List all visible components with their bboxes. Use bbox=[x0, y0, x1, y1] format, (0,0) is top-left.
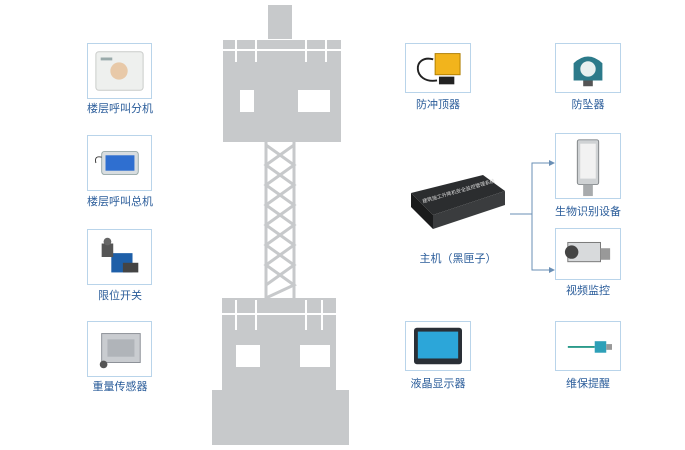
anti-fall-card bbox=[555, 43, 621, 93]
weight-sensor-label: 重量传感器 bbox=[92, 380, 148, 393]
floor-call-sub-label: 楼层呼叫分机 bbox=[87, 102, 153, 115]
limit-switch-label: 限位开关 bbox=[98, 289, 142, 302]
anti-top-card bbox=[405, 43, 471, 93]
anti-top-label: 防冲顶器 bbox=[416, 98, 460, 111]
lcd-card bbox=[405, 321, 471, 371]
floor-call-main-label: 楼层呼叫总机 bbox=[87, 195, 153, 208]
main-unit-label: 主机（黑匣子） bbox=[419, 252, 497, 265]
maintenance-label: 维保提醒 bbox=[566, 377, 610, 390]
floor-call-sub-card bbox=[87, 43, 152, 99]
limit-switch-card bbox=[87, 229, 152, 285]
floor-call-main-card bbox=[87, 135, 152, 191]
lcd-label: 液晶显示器 bbox=[410, 377, 466, 390]
video-card bbox=[555, 228, 621, 280]
weight-sensor-card bbox=[87, 321, 152, 377]
biometric-label: 生物识别设备 bbox=[555, 205, 621, 218]
maintenance-card bbox=[555, 321, 621, 371]
anti-fall-label: 防坠器 bbox=[571, 98, 605, 111]
video-label: 视频监控 bbox=[566, 284, 610, 297]
biometric-card bbox=[555, 133, 621, 199]
main-unit-box: 建筑施工升降机安全监控管理系统 bbox=[405, 163, 509, 243]
